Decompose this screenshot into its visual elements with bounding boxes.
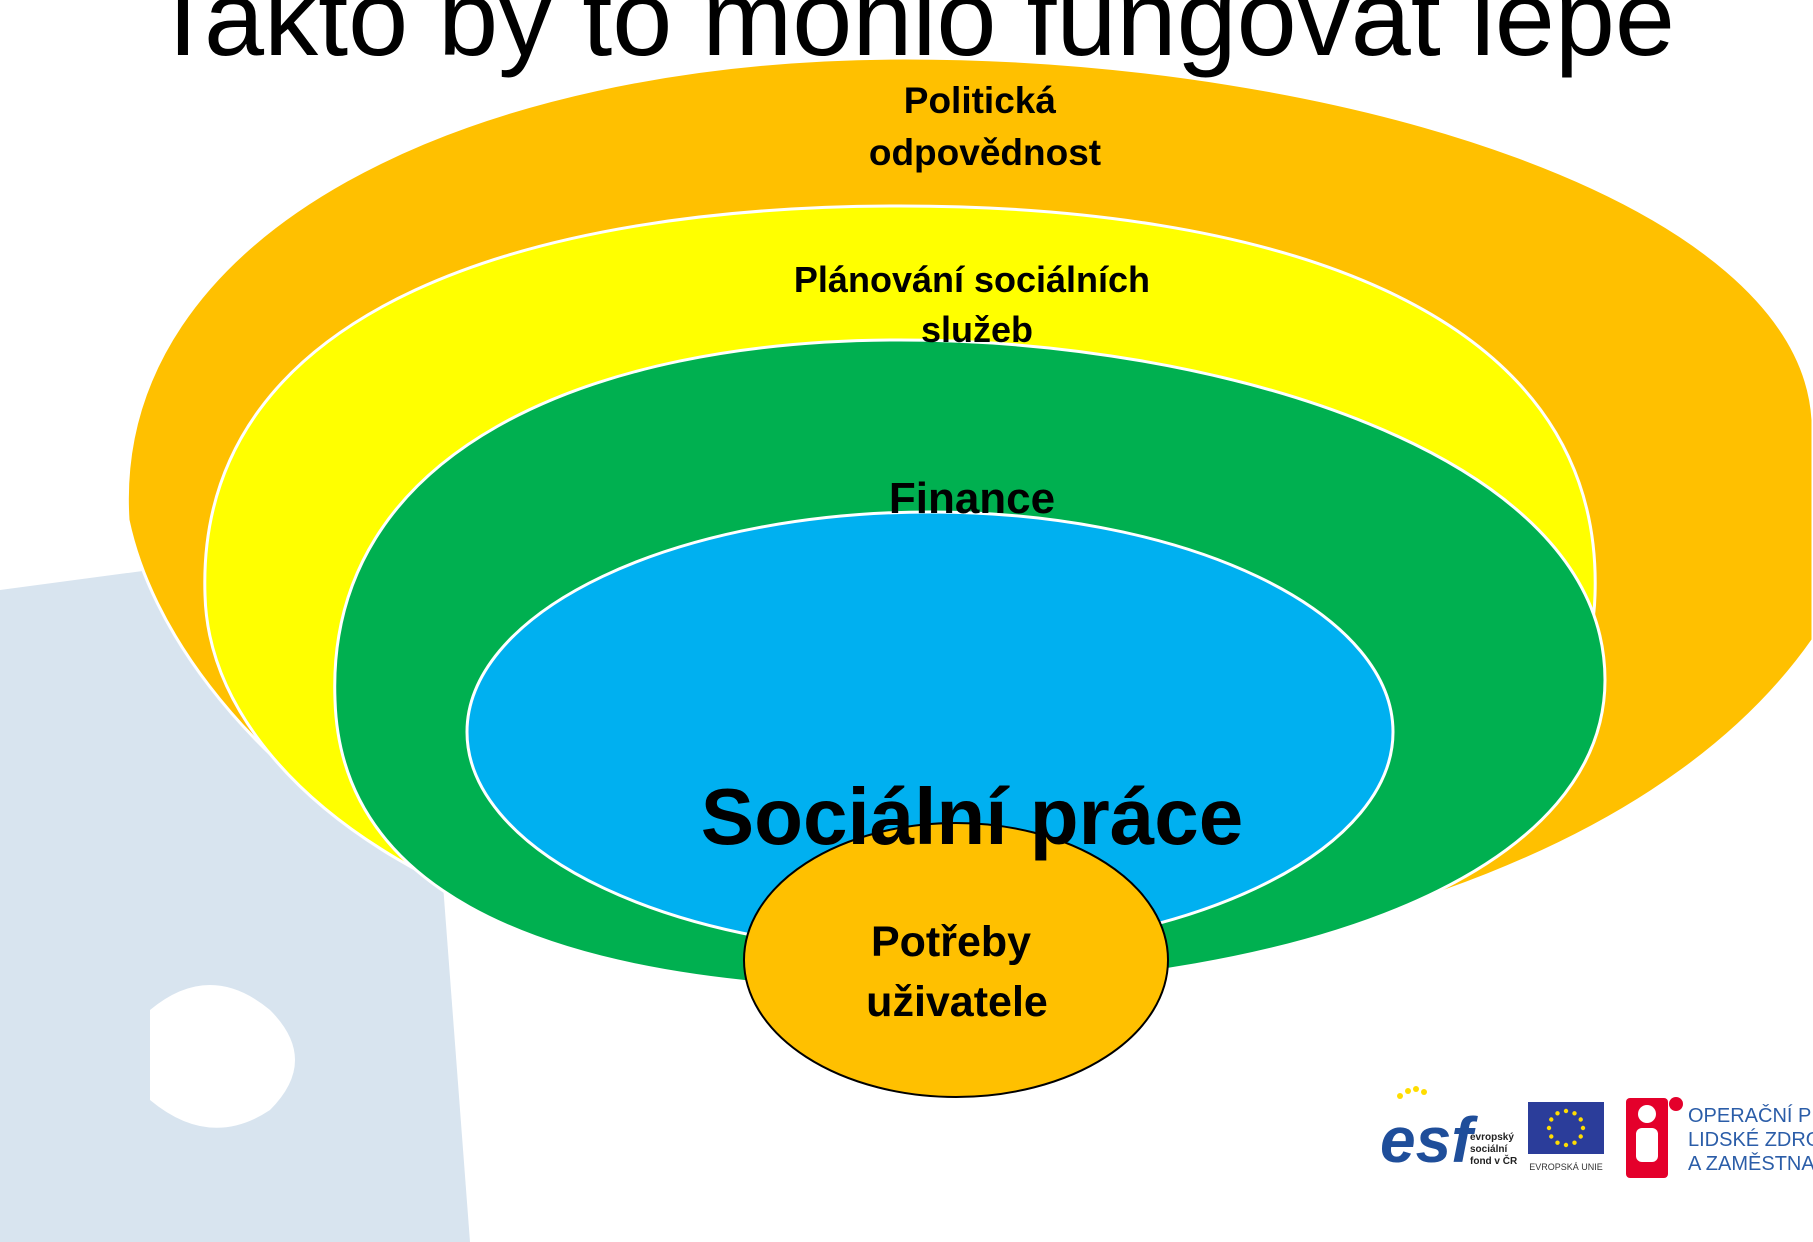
label-finance: Finance	[889, 474, 1055, 523]
label-social-services-planning: Plánování sociálních služeb	[794, 259, 1160, 350]
label-social-work: Sociální práce	[701, 772, 1243, 861]
svg-text:esf: esf	[1380, 1104, 1478, 1176]
esf-stars-icon	[1397, 1086, 1427, 1099]
footer-logos: esf evropský sociální fond v ČR EVROPSKÁ…	[1380, 1086, 1813, 1178]
label-user-needs: Potřeby uživatele	[866, 918, 1048, 1026]
label-political-responsibility: Politická odpovědnost	[869, 80, 1101, 173]
core-user-needs	[743, 822, 1169, 1098]
eu-flag-logo: EVROPSKÁ UNIE	[1528, 1102, 1604, 1172]
svg-text:OPERAČNÍ PRO LIDSKÉ ZD: OPERAČNÍ PRO LIDSKÉ ZDROJ A ZAMĚSTNAN	[1688, 1104, 1813, 1175]
svg-text:EVROPSKÁ UNIE: EVROPSKÁ UNIE	[1529, 1162, 1603, 1172]
op-lzz-logo: OPERAČNÍ PRO LIDSKÉ ZDROJ A ZAMĚSTNAN	[1626, 1097, 1813, 1178]
svg-text:evropský sociální: evropský sociální fond v ČR	[1470, 1132, 1518, 1167]
esf-logo: esf evropský sociální fond v ČR	[1380, 1086, 1518, 1176]
eu-stars-icon	[1546, 1108, 1586, 1148]
